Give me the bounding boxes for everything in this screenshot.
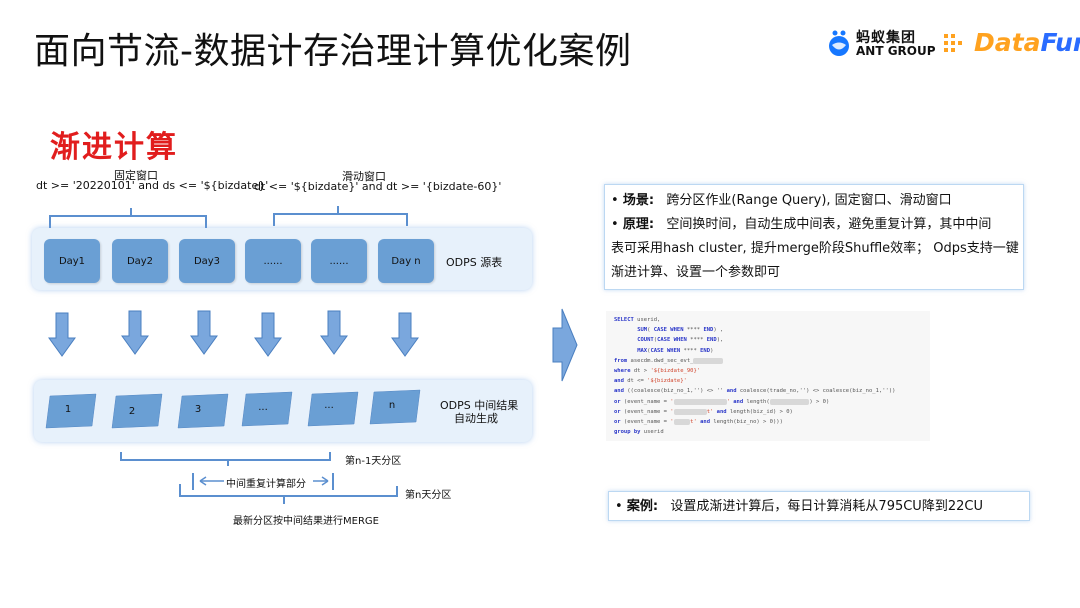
result-parallelogram <box>111 393 163 429</box>
day-box: Day1 <box>44 239 100 283</box>
day-box: ...... <box>311 239 367 283</box>
diagram-lines <box>48 206 578 504</box>
down-arrow-icon <box>190 310 218 355</box>
ant-logo-en: ANT GROUP <box>856 44 936 58</box>
sql-code-screenshot: SELECT userid, SUM( CASE WHEN **** END) … <box>606 311 930 441</box>
principle-text: 空间换时间，自动生成中间表，避免重复计算，其中中间 <box>666 217 992 232</box>
right-arrow-icon <box>552 308 578 382</box>
down-arrow-icon <box>121 310 149 355</box>
result-label-line1: ODPS 中间结果 <box>440 399 519 412</box>
case-label: 案例: <box>626 499 659 514</box>
result-shapes <box>45 389 421 429</box>
overlap-label: 中间重复计算部分 <box>226 479 306 490</box>
ant-logo-cn: 蚂蚁集团 <box>856 30 916 46</box>
ant-group-logo: 蚂蚁集团 ANT GROUP <box>826 26 936 62</box>
datafun-wordmark: DataFun. <box>974 28 1080 57</box>
sliding-window-expr: dt <= '${bizdate}' and dt >= '{bizdate-6… <box>254 180 502 193</box>
datafun-word-b: Fun. <box>1040 28 1080 57</box>
result-label: 3 <box>194 404 202 415</box>
fixed-window-title: 固定窗口 <box>114 169 158 182</box>
sliding-window-title: 滑动窗口 <box>342 170 386 183</box>
datafun-logo: DataFun. <box>940 26 1080 62</box>
case-line: • 案例: 设置成渐进计算后，每日计算消耗从795CU降到22CU <box>615 499 983 514</box>
day-box: ...... <box>245 239 301 283</box>
fixed-window-expr: dt >= '20220101' and ds <= '${bizdate}' <box>36 179 269 192</box>
result-parallelogram <box>177 393 229 429</box>
section-title: 渐进计算 <box>50 130 178 165</box>
info-box: • 场景: 跨分区作业(Range Query), 固定窗口、滑动窗口 • 原理… <box>604 184 1024 290</box>
down-arrow-icon <box>391 312 419 357</box>
result-label: ... <box>258 402 268 413</box>
n-minus-1-partition-label: 第n-1天分区 <box>345 456 402 467</box>
principle-text: 表可采用hash cluster, 提升merge阶段Shuffle效率； Od… <box>611 241 1019 256</box>
principle-text: 渐进计算、设置一个参数即可 <box>611 265 781 280</box>
result-label: 2 <box>128 406 136 417</box>
n-minus-1-brace <box>120 452 331 461</box>
down-arrow-icon <box>48 312 76 357</box>
datafun-word-a: Data <box>974 28 1041 57</box>
fixed-window-brace <box>49 208 207 228</box>
principle-line: • 原理: 空间换时间，自动生成中间表，避免重复计算，其中中间 <box>611 217 992 232</box>
result-parallelogram <box>369 389 421 425</box>
result-parallelogram <box>307 391 359 427</box>
case-box: • 案例: 设置成渐进计算后，每日计算消耗从795CU降到22CU <box>608 491 1030 521</box>
result-parallelogram <box>45 393 97 429</box>
case-text: 设置成渐进计算后，每日计算消耗从795CU降到22CU <box>670 499 983 514</box>
down-arrow-icon <box>320 310 348 355</box>
page-title: 面向节流-数据计存治理计算优化案例 <box>34 31 632 72</box>
down-arrow-icon <box>254 312 282 357</box>
result-label: ... <box>324 400 334 411</box>
result-label: n <box>388 400 396 411</box>
n-partition-label: 第n天分区 <box>405 490 452 501</box>
day-box: Day2 <box>112 239 168 283</box>
sliding-window-brace <box>273 206 408 226</box>
scene-label: 场景: <box>622 193 655 208</box>
result-label-line2: 自动生成 <box>454 412 498 425</box>
day-box: Day n <box>378 239 434 283</box>
n-brace <box>179 484 398 497</box>
merge-label: 最新分区按中间结果进行MERGE <box>233 516 379 527</box>
ant-logo-icon <box>829 30 849 56</box>
principle-label: 原理: <box>622 217 655 232</box>
scene-text: 跨分区作业(Range Query), 固定窗口、滑动窗口 <box>666 193 952 208</box>
result-parallelogram <box>241 391 293 427</box>
result-label: 1 <box>64 404 72 415</box>
datafun-dots-icon <box>944 34 962 52</box>
source-table-label: ODPS 源表 <box>446 256 503 269</box>
scene-line: • 场景: 跨分区作业(Range Query), 固定窗口、滑动窗口 <box>611 193 952 208</box>
day-box: Day3 <box>179 239 235 283</box>
